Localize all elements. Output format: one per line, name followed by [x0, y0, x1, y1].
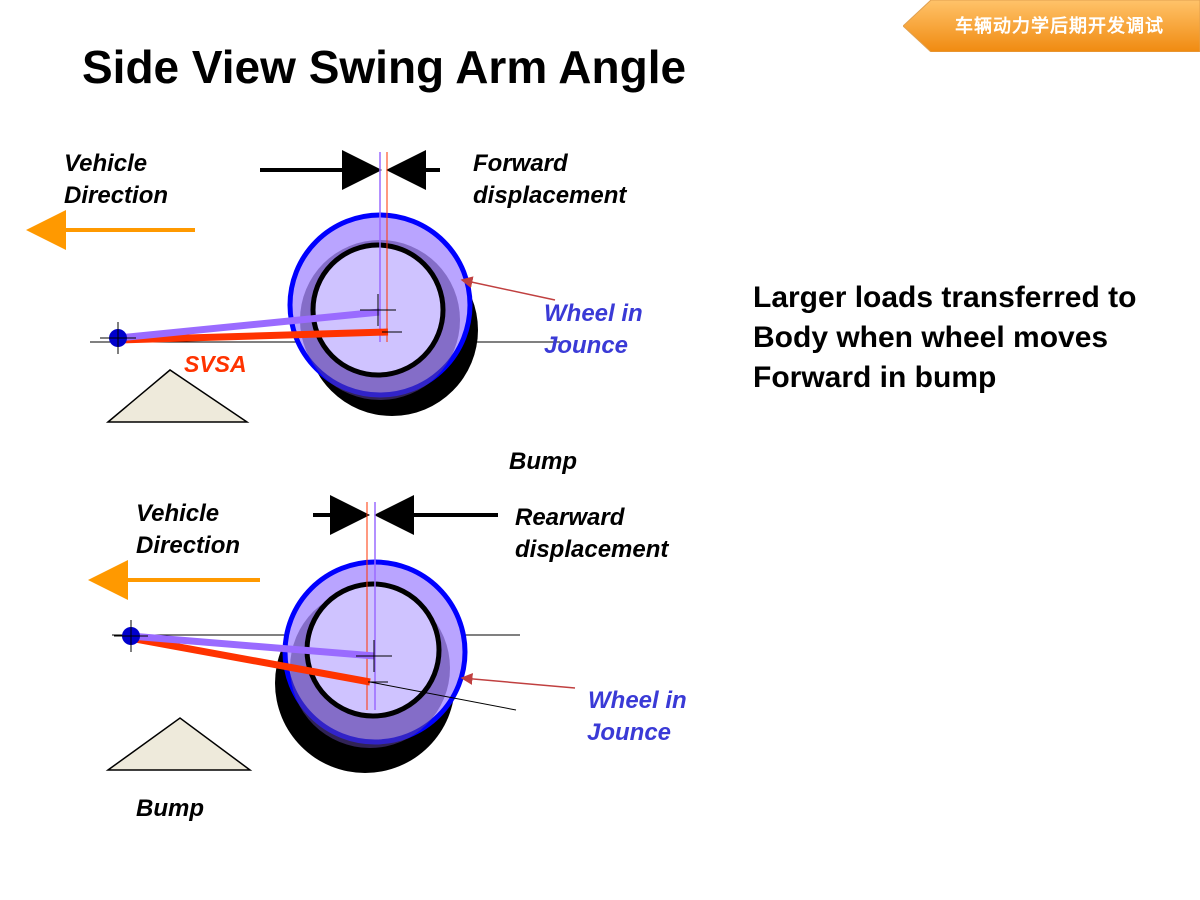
center-mark-top	[360, 294, 402, 333]
bump-bottom	[105, 717, 253, 771]
bottom-panel	[88, 495, 576, 773]
vehicle-direction-label-top-2: Direction	[64, 182, 169, 209]
wheel-jounce-label-bottom-1: Wheel in	[588, 687, 687, 714]
jounce-pointer-top	[460, 276, 556, 301]
note-line-3: Forward in bump	[753, 361, 997, 394]
vehicle-direction-label-top-1: Vehicle	[64, 150, 148, 177]
wheel-jounce-label-bottom-2: Jounce	[587, 719, 672, 746]
displacement-label-top-1: Forward	[473, 150, 568, 177]
vehicle-direction-label-bottom-1: Vehicle	[136, 500, 220, 527]
wheel-jounce-label-top-2: Jounce	[544, 332, 629, 359]
bump-top	[105, 369, 250, 423]
jounce-arm-bottom	[129, 632, 376, 660]
displacement-label-bottom-2: displacement	[515, 536, 669, 563]
wheel-jounce-label-top-1: Wheel in	[544, 300, 643, 327]
bump-label-bottom: Bump	[136, 795, 204, 822]
note-line-2: Body when wheel moves	[753, 321, 1109, 354]
page-title: Side View Swing Arm Angle	[82, 41, 687, 93]
header-tag-shape	[903, 0, 1200, 52]
jounce-pointer-bottom	[460, 672, 576, 689]
displacement-label-top-2: displacement	[473, 182, 627, 209]
center-mark-bottom	[356, 640, 392, 683]
svsa-arm-bottom	[129, 634, 371, 686]
bump-label-top: Bump	[509, 448, 577, 475]
note-line-1: Larger loads transferred to	[753, 281, 1137, 314]
top-panel	[26, 150, 560, 423]
jounce-arm-top	[117, 308, 381, 342]
header-tag-text: 车辆动力学后期开发调试	[955, 16, 1164, 37]
svsa-arm-top	[117, 328, 389, 344]
note-text: Larger loads transferred to Body when wh…	[753, 278, 1136, 398]
vehicle-direction-label-bottom-2: Direction	[136, 532, 241, 559]
displacement-label-bottom-1: Rearward	[515, 504, 625, 531]
svsa-label: SVSA	[184, 351, 247, 377]
tangent-line-bottom	[369, 681, 517, 711]
